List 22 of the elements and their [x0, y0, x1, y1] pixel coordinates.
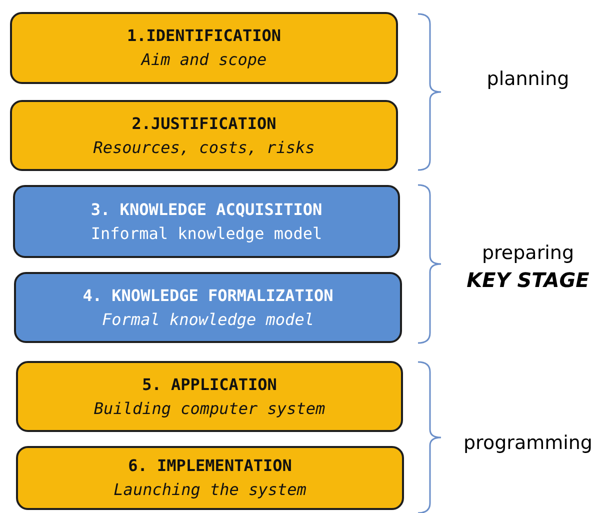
- stage-box: [10, 12, 398, 84]
- stage-description: Aim and scope: [141, 49, 267, 71]
- stage-title: 3. KNOWLEDGE ACQUISITION: [90, 198, 322, 220]
- stage-title: 5. APPLICATION: [142, 374, 277, 396]
- stage-box: [16, 446, 404, 510]
- stage-description: Formal knowledge model: [102, 308, 314, 330]
- stage-title: 1.IDENTIFICATION: [126, 25, 282, 47]
- stage-title: 4. KNOWLEDGE FORMALIZATION: [82, 284, 334, 306]
- stage-description: Building computer system: [94, 398, 326, 420]
- stage-box: [13, 185, 400, 258]
- phase-label: planning: [486, 68, 570, 90]
- key-stage-label: KEY STAGE: [466, 268, 590, 292]
- stage-description: Informal knowledge model: [90, 222, 322, 244]
- phase-label: programming: [464, 432, 592, 454]
- stage-description: Resources, costs, risks: [93, 136, 315, 158]
- phase-label: preparing: [482, 242, 574, 264]
- stage-title: 2.JUSTIFICATION: [132, 112, 276, 134]
- stage-box: [14, 272, 402, 343]
- stage-description: Launching the system: [114, 479, 306, 501]
- stage-box: [10, 100, 398, 171]
- stage-box: [16, 361, 403, 432]
- stage-title: 6. IMPLEMENTATION: [128, 455, 292, 477]
